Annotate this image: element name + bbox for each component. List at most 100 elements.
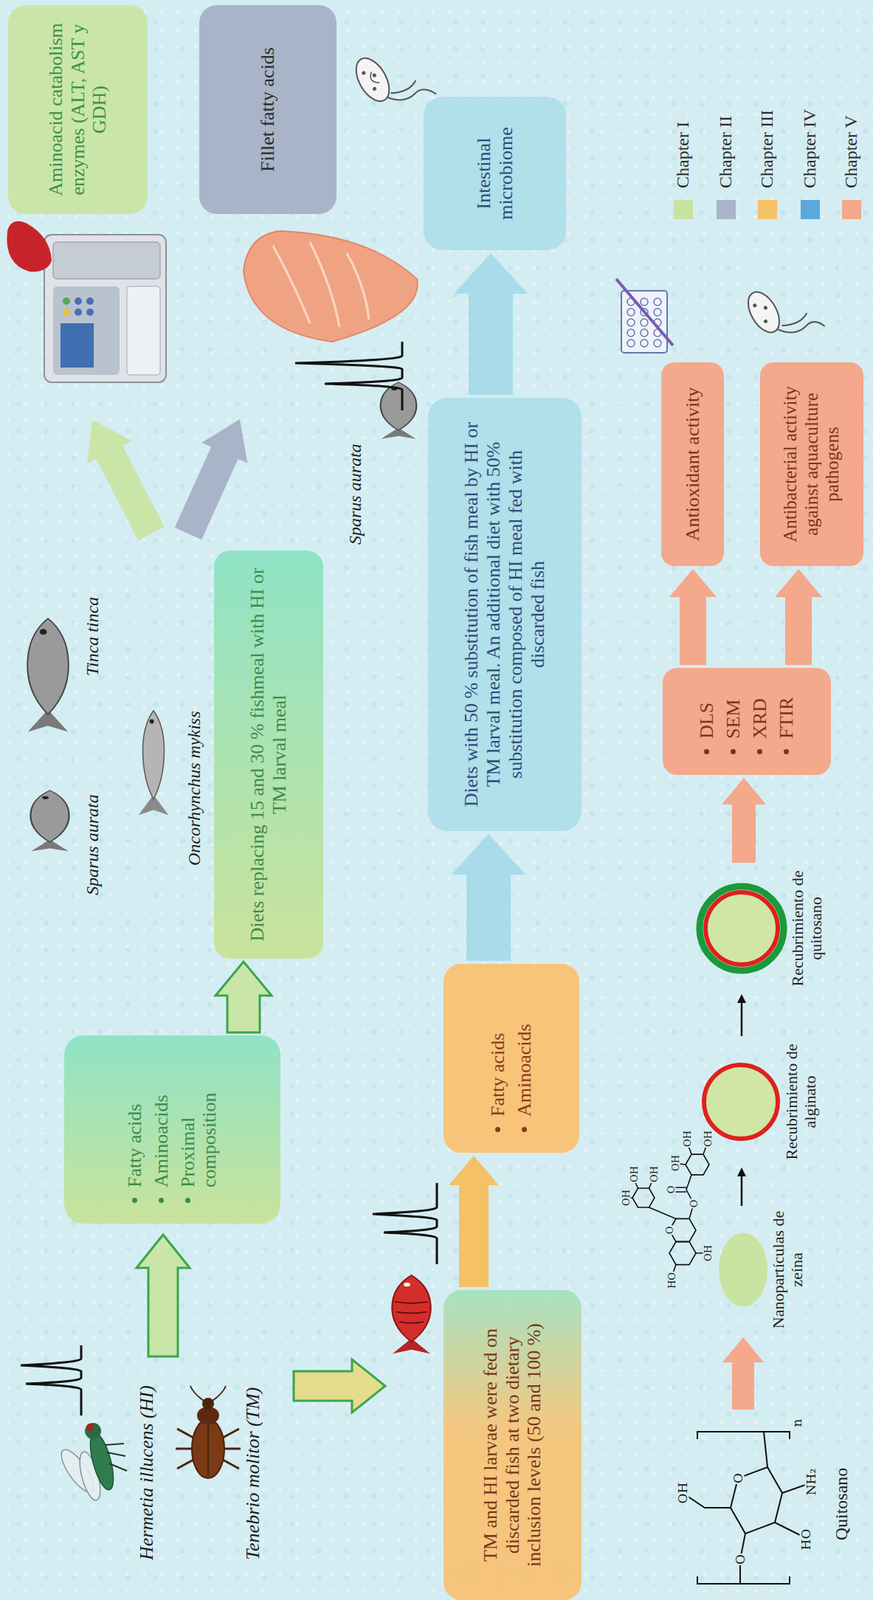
result-box: Aminoacid catabolism enzymes (ALT, AST y… <box>8 5 148 215</box>
bullet <box>730 749 736 755</box>
atom-label: O <box>689 1199 699 1209</box>
species-name: Hermetia illucens (HI) <box>135 1385 158 1561</box>
flow-arrow <box>448 1155 499 1287</box>
well-plate-icon <box>616 278 674 353</box>
particle-shape <box>705 892 778 965</box>
well-plate-icon <box>640 329 648 337</box>
fillet-icon <box>243 230 418 411</box>
item-text: Aminoacids <box>150 1094 173 1188</box>
particle-shape <box>717 1208 769 1331</box>
result-box: Intestinal microbiome <box>423 96 567 251</box>
atom-label: O <box>666 1185 676 1195</box>
bullet-item: Aminoacids <box>150 1045 173 1203</box>
chitosan-structure <box>682 1431 810 1584</box>
fish-icon <box>30 790 69 843</box>
bacterium-icon <box>763 305 769 311</box>
flow-arrow <box>451 833 526 961</box>
chitosan-structure <box>697 1576 790 1584</box>
analyzer-icon <box>60 323 94 368</box>
particle-shape <box>695 865 789 992</box>
legend-swatch <box>757 199 778 220</box>
beetle-icon <box>190 1385 226 1401</box>
atom-label: OH <box>703 1129 713 1148</box>
fillet-icon <box>243 230 418 342</box>
box-text: Aminoacid catabolism enzymes (ALT, AST y… <box>45 19 112 200</box>
flow-arrow <box>215 961 272 1033</box>
legend-row: Chapter II <box>715 115 736 220</box>
bacterium-icon <box>751 302 758 308</box>
well-plate-icon <box>653 298 662 306</box>
fish-icon <box>138 710 169 816</box>
particle-label: Recubrimiento de quitosano <box>788 865 826 992</box>
beetle-icon <box>175 1385 241 1479</box>
atom-label: OH <box>670 1154 681 1172</box>
analyzer-icon <box>86 297 94 305</box>
item-text: DLS <box>695 702 719 739</box>
bacterium-icon <box>741 287 786 338</box>
box-text: Antioxidant activity <box>681 377 705 552</box>
item-text: Fatty acids <box>487 1033 510 1117</box>
legend-text: Chapter II <box>715 115 736 189</box>
bacterium-icon <box>371 73 378 79</box>
species-name: Sparus aurata <box>345 443 366 545</box>
fish-icon <box>42 796 49 800</box>
egcg-structure <box>632 1188 655 1208</box>
particle-shape <box>718 1233 768 1307</box>
well-plate-icon <box>616 278 674 346</box>
particle-label: Nanopartículas de zeína <box>768 1208 807 1331</box>
repeat-index: n <box>791 1418 804 1428</box>
analyzer-icon <box>126 286 161 375</box>
atom-label: OH <box>629 1165 640 1183</box>
item-text: Proximal composition <box>177 1045 222 1188</box>
result-box: Fillet fatty acids <box>199 5 337 215</box>
fish-icon <box>27 618 69 732</box>
bullet <box>757 749 763 755</box>
box-text: TM and HI larvae were fed on discarded f… <box>479 1304 547 1586</box>
beetle-icon <box>202 1397 215 1410</box>
analyzer-icon <box>6 221 167 383</box>
analyzer-icon <box>44 234 167 383</box>
egcg-structure <box>628 1146 710 1273</box>
particle-label: Recubrimiento de alginato <box>782 1039 820 1165</box>
legend-row: Chapter I <box>673 121 693 220</box>
analysis-box: Fatty acidsAminoacidsProximal compositio… <box>64 1035 281 1224</box>
bullet <box>495 1126 501 1133</box>
box-text: Intestinal microbiome <box>473 111 518 236</box>
bacterium-icon <box>763 318 769 324</box>
result-box: Antibacterial activity against aquacultu… <box>760 362 864 567</box>
arrow-head <box>737 1167 747 1177</box>
bullet-item: Aminoacids <box>513 974 536 1133</box>
chitosan-structure <box>682 1492 731 1508</box>
analyzer-icon <box>6 221 52 273</box>
egcg-structure <box>685 1154 710 1175</box>
discarded-fish-icon <box>391 1275 431 1354</box>
bullet-item: Fatty acids <box>123 1045 147 1203</box>
process-box: TM and HI larvae were fed on discarded f… <box>443 1289 582 1600</box>
beetle-icon <box>191 1419 225 1479</box>
thin-arrow-line <box>740 1002 744 1037</box>
legend-swatch <box>673 199 693 220</box>
bullet <box>704 749 710 755</box>
compound-name: Quitosano <box>832 1467 851 1541</box>
fish-icon <box>39 628 48 635</box>
item-text: Fatty acids <box>123 1103 147 1188</box>
fish-icon <box>30 790 69 852</box>
fly-icon <box>56 1422 127 1503</box>
egcg-structure <box>669 1241 696 1265</box>
legend-swatch <box>716 199 736 220</box>
analyzer-icon <box>62 308 71 316</box>
well-plate-icon <box>653 339 662 347</box>
bullet-item: FTIR <box>775 678 798 755</box>
atom-label: OH <box>676 1481 690 1505</box>
egcg-structure <box>686 1174 694 1220</box>
chromatogram <box>372 1182 437 1265</box>
egcg-structure <box>678 1146 707 1165</box>
bullet <box>521 1126 527 1133</box>
well-plate-icon <box>653 308 662 316</box>
well-plate-icon <box>640 339 648 347</box>
fly-icon <box>104 1443 127 1471</box>
fish-icon <box>380 382 417 440</box>
legend-swatch <box>842 199 862 220</box>
flow-arrow <box>774 568 823 665</box>
atom-label: OH <box>703 1244 713 1262</box>
